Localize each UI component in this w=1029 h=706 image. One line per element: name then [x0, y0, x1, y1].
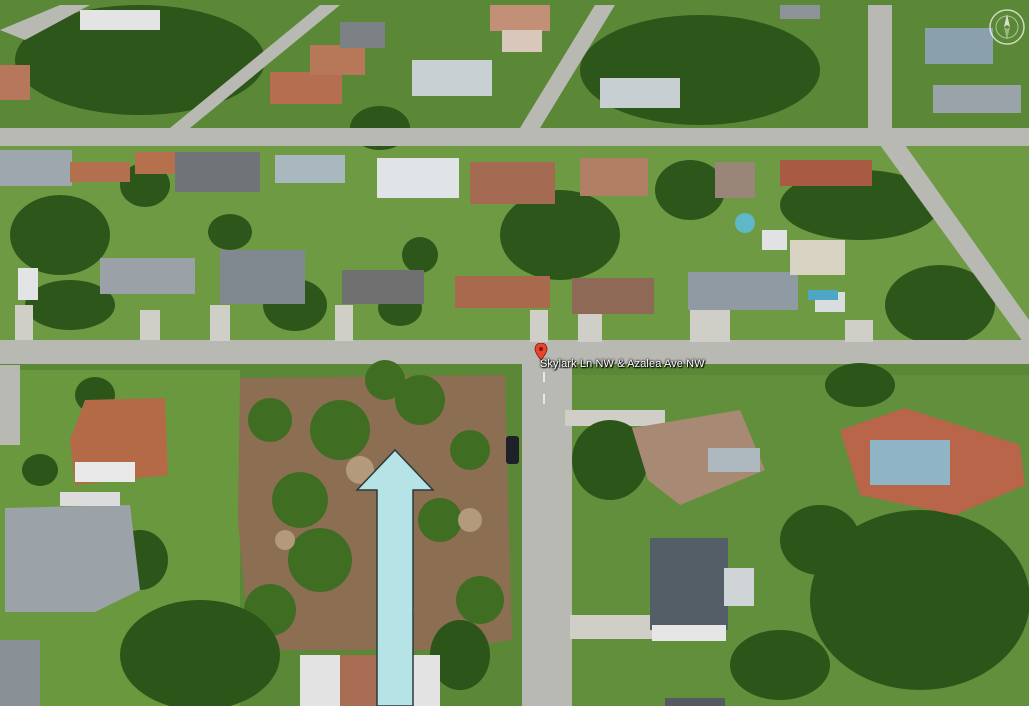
driveway — [15, 305, 873, 639]
location-pin-icon[interactable] — [534, 343, 548, 361]
road-network — [0, 5, 1029, 706]
house — [0, 5, 1021, 113]
house — [0, 150, 872, 314]
intersection-label: Skylark Ln NW & Azalea Ave NW — [540, 358, 705, 370]
house — [0, 398, 1025, 706]
vacant-lot — [238, 360, 512, 650]
up-arrow-icon — [355, 448, 435, 706]
road-marking — [543, 372, 545, 404]
compass-icon[interactable] — [988, 8, 1026, 46]
parked-car — [506, 436, 519, 464]
